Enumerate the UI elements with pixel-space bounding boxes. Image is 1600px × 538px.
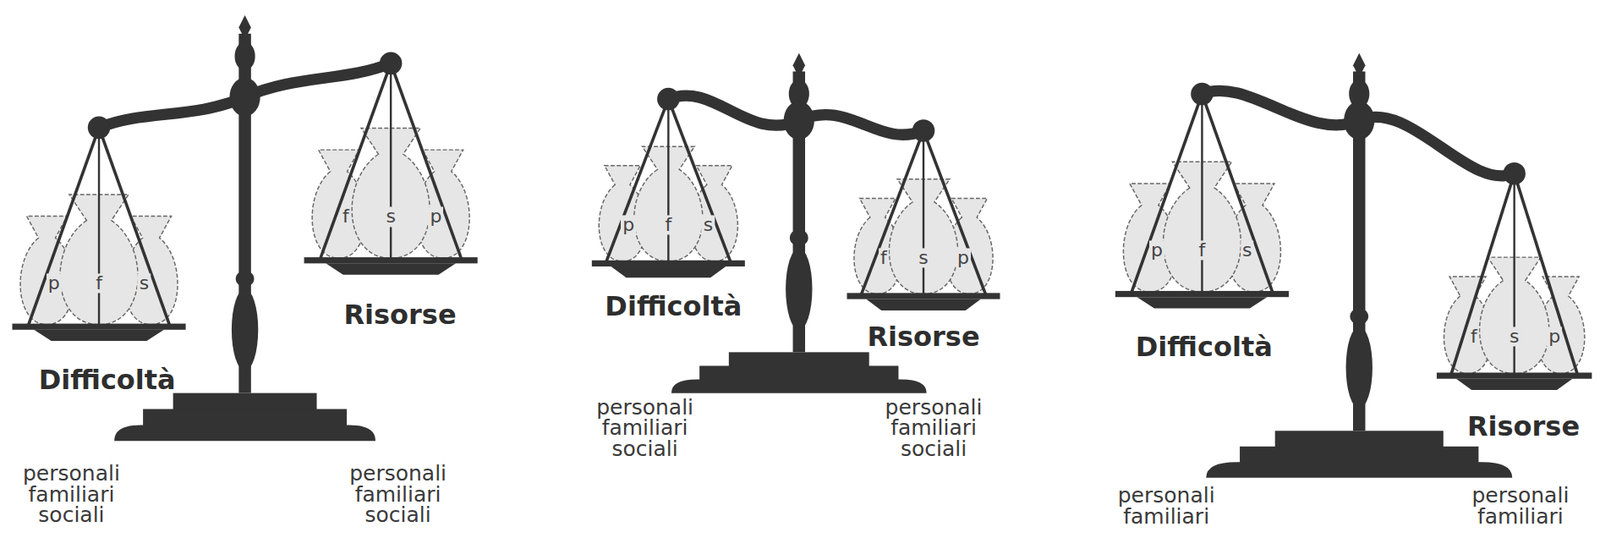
pan-string <box>667 98 669 264</box>
bag-letter: p <box>427 207 444 227</box>
beam-pivot <box>1343 100 1375 140</box>
pan-title: Risorse <box>1467 410 1580 443</box>
bag-letter: p <box>1149 241 1165 261</box>
pan-plate <box>11 323 186 330</box>
pan-plate <box>1115 290 1289 297</box>
bag-letter: f <box>878 247 889 268</box>
category-list: personali familiari sociali <box>885 397 983 461</box>
category-list: personali familiari sociali <box>22 463 121 527</box>
pan-string <box>605 98 669 264</box>
pan-title: Difficoltà <box>1135 330 1273 363</box>
pan-string <box>98 127 170 327</box>
finial <box>1353 53 1365 78</box>
category-list: personali familiari <box>1471 485 1569 527</box>
bag-letter: s <box>701 215 715 236</box>
bag-letter: f <box>340 207 351 227</box>
pan-title: Risorse <box>866 320 980 353</box>
beam-pivot <box>783 100 815 140</box>
pan-string <box>319 63 391 261</box>
pan-plate <box>847 292 1001 299</box>
pan-string <box>389 63 392 261</box>
pillar-knot <box>1349 307 1369 324</box>
bag-letter: p <box>46 273 62 293</box>
pan-string <box>923 130 987 296</box>
pan-plate <box>304 257 478 264</box>
bag-letter: p <box>620 215 636 236</box>
pan-string <box>1201 93 1273 295</box>
beam-pivot <box>229 77 260 117</box>
beam-end <box>912 119 936 143</box>
bag-letter: f <box>1468 327 1480 347</box>
pan-base <box>865 299 981 311</box>
pillar-vase <box>231 289 258 372</box>
base-step <box>1275 430 1444 448</box>
pan-string <box>1130 93 1202 295</box>
pan-title: Risorse <box>343 298 456 331</box>
bag-letter: s <box>137 273 151 293</box>
base-step <box>699 365 899 380</box>
base-step <box>1239 446 1479 464</box>
bag-letter: f <box>1197 241 1208 261</box>
pan-string <box>1514 173 1579 376</box>
pan-string <box>390 63 462 261</box>
base-step <box>173 393 318 411</box>
finial-knob <box>235 41 256 71</box>
pan-base <box>325 263 456 274</box>
pan-base <box>610 266 726 278</box>
pillar-vase <box>785 247 812 330</box>
beam-end <box>1190 82 1214 106</box>
category-list: personali familiari <box>1117 485 1216 527</box>
beam <box>98 63 391 128</box>
pan-base <box>1456 378 1573 390</box>
beam-end <box>379 52 403 76</box>
bag-letter: f <box>93 273 105 293</box>
pan-base <box>33 329 165 341</box>
pillar-knot <box>789 230 809 247</box>
bag-letter: s <box>1240 241 1254 261</box>
pan-title: Difficoltà <box>38 363 176 396</box>
category-list: personali familiari sociali <box>596 397 694 461</box>
pan-plate <box>1436 372 1592 379</box>
base-step <box>114 424 376 441</box>
bag-letter: f <box>663 215 674 236</box>
pan-title: Difficoltà <box>604 290 742 323</box>
pan-string <box>1450 173 1514 376</box>
beam <box>1201 90 1514 176</box>
beam-end <box>87 116 111 140</box>
beam-end <box>657 87 680 111</box>
bag-letter: s <box>916 247 930 268</box>
finial <box>793 53 806 78</box>
pan-string <box>98 127 100 327</box>
finial <box>238 15 251 40</box>
category-list: personali familiari sociali <box>349 463 447 527</box>
pan-string <box>922 130 925 296</box>
base-step <box>142 409 347 427</box>
pan-plate <box>591 260 746 267</box>
base-step <box>671 379 927 394</box>
pan-base <box>1136 296 1267 308</box>
pan-string <box>860 130 924 296</box>
bag-letter: p <box>955 247 971 268</box>
bag-letter: s <box>383 207 397 227</box>
base-step <box>728 351 870 367</box>
base-step <box>1205 461 1513 478</box>
pan-string <box>1200 93 1203 295</box>
bag-letter: s <box>1507 327 1521 347</box>
pan-string <box>668 98 731 264</box>
bag-letter: p <box>1546 327 1562 347</box>
pillar-vase <box>1346 326 1373 409</box>
pillar-knot <box>235 270 255 287</box>
beam-end <box>1502 162 1526 186</box>
pan-string <box>27 127 99 327</box>
